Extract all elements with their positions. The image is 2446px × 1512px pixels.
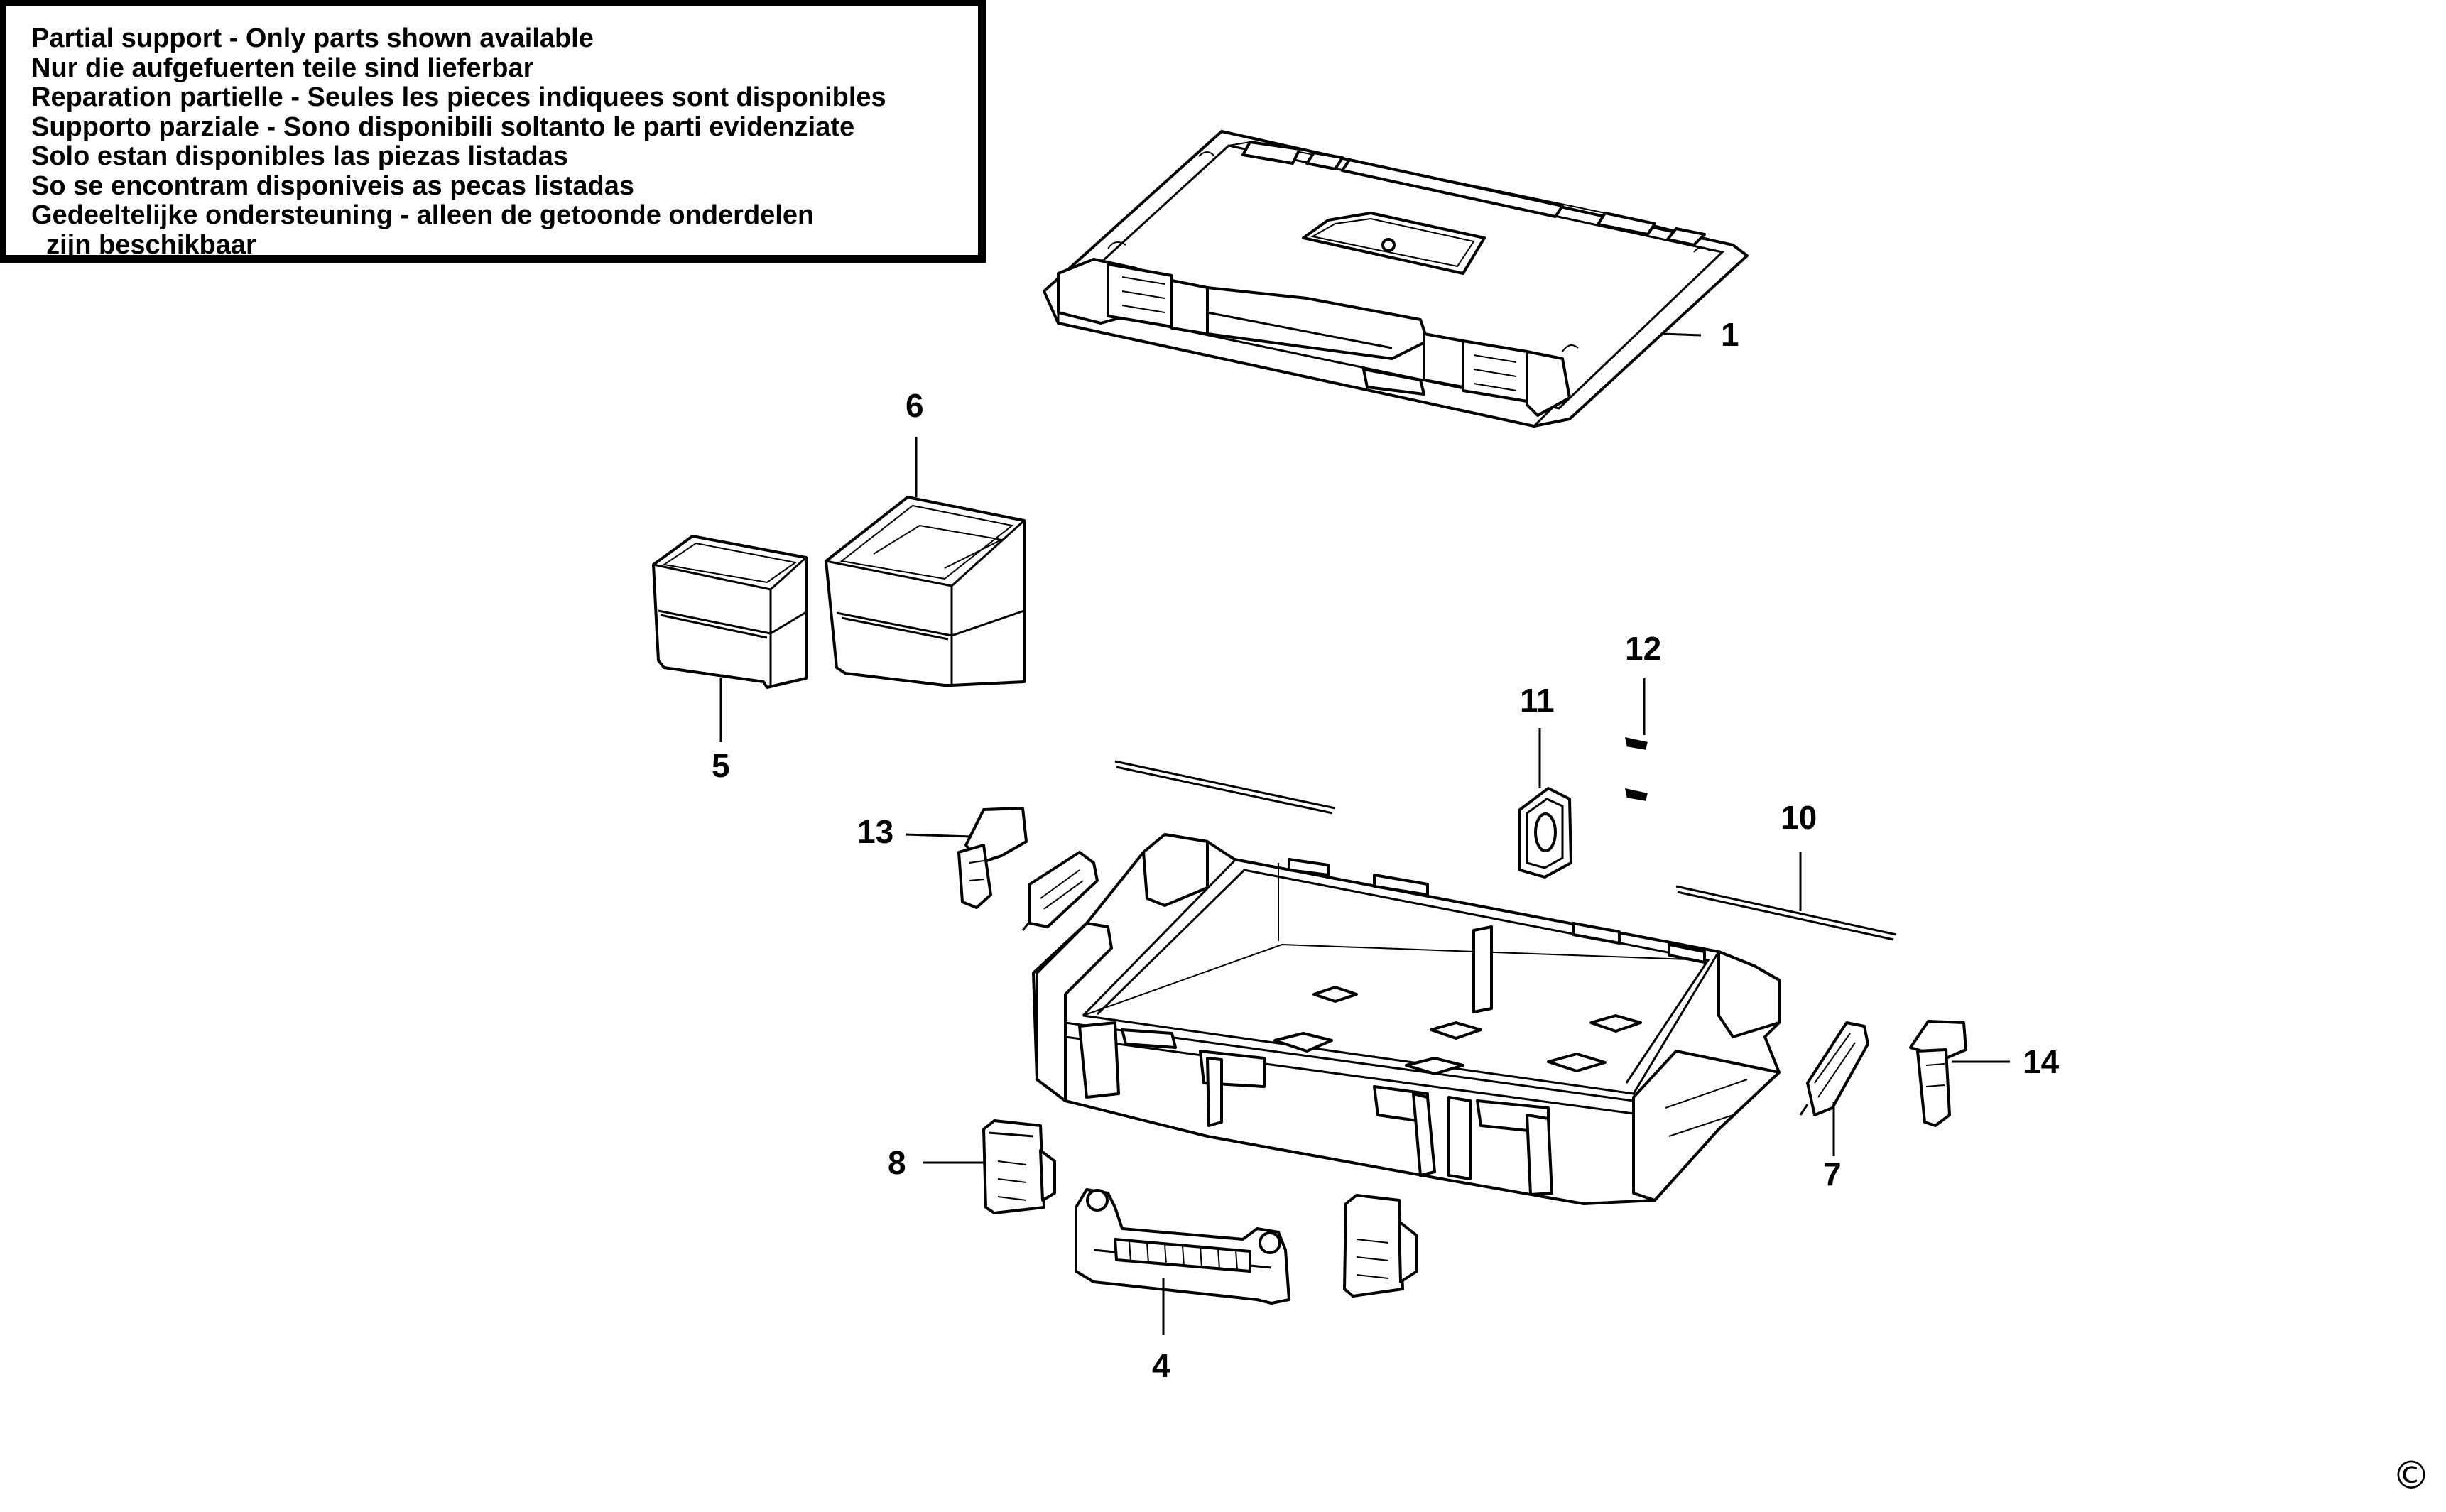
part-11-lock-plate <box>1518 787 1572 879</box>
notice-line-italian: Supporto parziale - Sono disponibili sol… <box>31 112 855 142</box>
part-8-clip <box>982 1119 1056 1214</box>
part-13-latch <box>957 807 1028 909</box>
part-1-lid <box>1043 130 1749 428</box>
notice-line-german: Nur die aufgefuerten teile sind lieferba… <box>31 53 534 83</box>
leader-line-13 <box>905 833 972 838</box>
part-4-handle <box>1075 1188 1290 1305</box>
notice-line-dutch-continued: zijn beschikbaar <box>31 229 256 260</box>
part-7-hinge <box>1799 1021 1869 1116</box>
notice-line-spanish: Solo estan disponibles las piezas listad… <box>31 141 569 171</box>
part-6-large-bin <box>825 496 1026 687</box>
notice-line-dutch: Gedeeltelijke ondersteuning - alleen de … <box>31 200 815 230</box>
callout-6: 6 <box>906 387 924 424</box>
callout-4: 4 <box>1152 1347 1170 1384</box>
copyright-symbol: © <box>2392 1453 2430 1498</box>
notice-line-portuguese: So se encontram disponiveis as pecas lis… <box>31 170 635 201</box>
leader-line-1 <box>1661 332 1702 337</box>
partial-support-notice: Partial support - Only parts shown avail… <box>0 0 986 263</box>
part-5-small-bin <box>652 535 808 689</box>
part-14-latch <box>1909 1020 1967 1127</box>
notice-line-french: Reparation partielle - Seules les pieces… <box>31 82 886 112</box>
main-box-base <box>1032 833 1781 1205</box>
callout-11: 11 <box>1520 682 1555 719</box>
hinge-piece-left <box>1021 851 1099 931</box>
part-10-rods <box>1114 760 1897 941</box>
callout-10: 10 <box>1781 799 1817 836</box>
clip-piece-right <box>1343 1194 1418 1298</box>
callout-14: 14 <box>2023 1043 2060 1080</box>
callout-1: 1 <box>1721 316 1739 353</box>
callout-12: 12 <box>1625 630 1662 667</box>
callout-7: 7 <box>1823 1155 1842 1192</box>
callout-13: 13 <box>857 813 894 850</box>
callout-5: 5 <box>712 747 730 784</box>
part-12-screws <box>1625 737 1648 801</box>
notice-line-english: Partial support - Only parts shown avail… <box>31 23 594 53</box>
callout-8: 8 <box>888 1144 906 1181</box>
